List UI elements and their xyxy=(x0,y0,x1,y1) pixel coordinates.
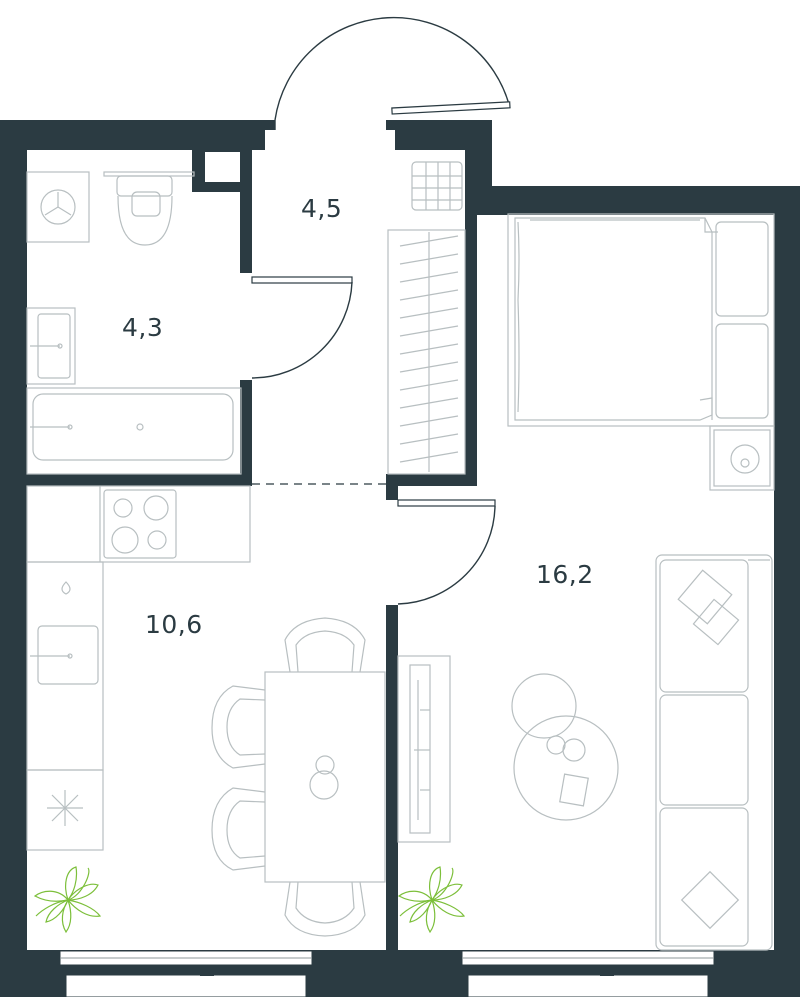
bedroom-door xyxy=(397,499,496,605)
sofa-icon xyxy=(655,554,773,951)
kitchen-sink-icon xyxy=(30,625,99,685)
sink-icon xyxy=(26,307,76,385)
faucet-icon xyxy=(61,581,71,595)
electrical-panel-icon xyxy=(411,161,463,211)
tv-unit-icon xyxy=(397,655,451,843)
bathroom-door xyxy=(251,276,353,379)
bedroom-area-label: 16,2 xyxy=(536,560,594,589)
fridge-icon xyxy=(47,790,83,826)
bathtub-icon xyxy=(26,387,242,475)
dining-table xyxy=(264,671,386,883)
washer-icon xyxy=(26,171,90,243)
hall-area-label: 4,5 xyxy=(301,194,343,223)
kitchen-area-label: 10,6 xyxy=(145,610,203,639)
stove-icon xyxy=(103,489,177,559)
wardrobe-icon xyxy=(387,229,466,475)
windows xyxy=(59,950,715,997)
dining-chairs xyxy=(211,617,366,937)
plant-icon xyxy=(397,866,466,934)
coffee-table-icon xyxy=(511,673,619,821)
kitchen-counter xyxy=(26,485,251,851)
toilet-icon xyxy=(103,171,195,246)
bed-icon xyxy=(507,213,775,427)
bathroom-area-label: 4,3 xyxy=(122,313,164,342)
plant-icon xyxy=(33,866,102,934)
entrance-door xyxy=(265,16,511,130)
nightstand-icon xyxy=(709,425,775,491)
